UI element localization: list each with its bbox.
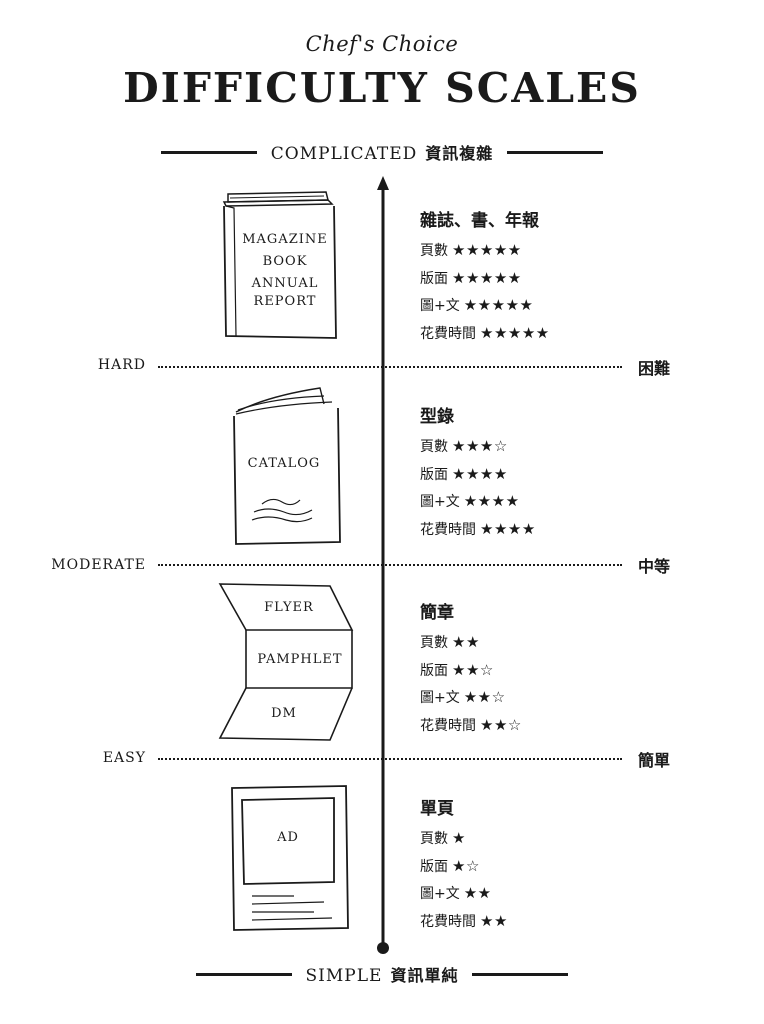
book-label-2: BOOK bbox=[262, 254, 308, 269]
level-moderate-label-zh: 中等 bbox=[638, 557, 671, 576]
rating-row: 版面★☆ bbox=[420, 853, 660, 881]
row-label: 圖+文 bbox=[420, 298, 460, 314]
row-label: 圖+文 bbox=[420, 886, 460, 902]
row-label: 圖+文 bbox=[420, 494, 460, 510]
block-title: 單頁 bbox=[420, 799, 454, 819]
row-label: 花費時間 bbox=[420, 717, 476, 734]
book-label-3: ANNUAL bbox=[251, 276, 319, 291]
ad-label: AD bbox=[277, 830, 299, 845]
axis-bottom-label-zh: 資訊單純 bbox=[390, 966, 459, 985]
subtitle: Chef's Choice bbox=[305, 32, 459, 56]
row-stars: ★★☆ bbox=[463, 688, 506, 706]
level-easy-divider bbox=[158, 758, 622, 760]
row-stars: ★☆ bbox=[452, 856, 480, 875]
rating-row: 頁數★★★★★ bbox=[420, 237, 660, 265]
row-label: 花費時間 bbox=[420, 913, 476, 930]
row-stars: ★★ bbox=[463, 884, 492, 902]
ad-illustration: AD bbox=[228, 784, 352, 936]
row-stars: ★★☆ bbox=[480, 715, 522, 734]
axis-top-text: COMPLICATED 資訊複雜 bbox=[257, 140, 508, 164]
dm-label: DM bbox=[271, 706, 297, 721]
book-drawing bbox=[222, 191, 337, 339]
axis-bottom-label: SIMPLE bbox=[305, 966, 383, 986]
flyer-label: FLYER bbox=[264, 600, 314, 615]
catalog-drawing bbox=[233, 387, 341, 545]
rating-row: 花費時間★★★★★ bbox=[420, 320, 660, 348]
rating-block-magazine: 雜誌、書、年報 頁數★★★★★ 版面★★★★★ 圖+文★★★★★ 花費時間★★★… bbox=[420, 206, 660, 347]
ad-drawing bbox=[231, 785, 349, 931]
row-label: 頁數 bbox=[420, 831, 448, 847]
row-label: 版面 bbox=[420, 466, 448, 483]
book-label-1: MAGAZINE bbox=[242, 232, 328, 247]
book-illustration: MAGAZINE BOOK ANNUAL REPORT bbox=[216, 186, 346, 346]
rating-row: 圖+文★★☆ bbox=[420, 684, 660, 712]
row-stars: ★★ bbox=[452, 633, 480, 651]
row-stars: ★★★☆ bbox=[452, 437, 508, 455]
row-stars: ★★★★ bbox=[480, 519, 536, 538]
axis-bottom-text: SIMPLE 資訊單純 bbox=[292, 962, 473, 986]
folder-illustration: FLYER PAMPHLET DM bbox=[214, 580, 356, 744]
rating-row: 版面★★★★★ bbox=[420, 265, 660, 293]
row-label: 圖+文 bbox=[420, 690, 460, 706]
block-title: 簡章 bbox=[420, 603, 454, 623]
level-easy-label-zh: 簡單 bbox=[638, 751, 671, 770]
row-stars: ★★ bbox=[480, 911, 508, 930]
block-title: 雜誌、書、年報 bbox=[420, 211, 539, 231]
row-label: 版面 bbox=[420, 858, 448, 875]
level-moderate-divider bbox=[158, 564, 622, 566]
row-label: 頁數 bbox=[420, 635, 448, 651]
book-label-4: REPORT bbox=[253, 294, 317, 309]
rating-row: 圖+文★★★★ bbox=[420, 488, 660, 516]
rating-row: 頁數★ bbox=[420, 825, 660, 853]
rating-block-catalog: 型錄 頁數★★★☆ 版面★★★★ 圖+文★★★★ 花費時間★★★★ bbox=[420, 402, 660, 543]
row-label: 花費時間 bbox=[420, 521, 476, 538]
row-stars: ★★★★ bbox=[452, 464, 508, 483]
axis-top-label: COMPLICATED bbox=[270, 144, 418, 164]
folder-drawing bbox=[218, 583, 354, 741]
row-label: 版面 bbox=[420, 662, 448, 679]
row-stars: ★★★★★ bbox=[480, 323, 550, 342]
heading-rule-left bbox=[160, 150, 257, 154]
level-moderate-label: MODERATE bbox=[51, 557, 146, 573]
rating-row: 版面★★★★ bbox=[420, 461, 660, 489]
axis-top-heading: COMPLICATED 資訊複雜 bbox=[0, 140, 764, 164]
rating-block-brochure: 簡章 頁數★★ 版面★★☆ 圖+文★★☆ 花費時間★★☆ bbox=[420, 598, 660, 739]
catalog-illustration: CATALOG bbox=[228, 382, 348, 552]
rating-row: 花費時間★★★★ bbox=[420, 516, 660, 544]
page-title: DIFFICULTY SCALES bbox=[123, 64, 641, 112]
heading-rule-right bbox=[507, 150, 604, 154]
level-hard-label: HARD bbox=[97, 357, 146, 373]
rating-row: 圖+文★★★★★ bbox=[420, 292, 660, 320]
level-easy-label: EASY bbox=[102, 750, 146, 766]
rating-row: 圖+文★★ bbox=[420, 880, 660, 908]
rating-block-single-page: 單頁 頁數★ 版面★☆ 圖+文★★ 花費時間★★ bbox=[420, 794, 660, 935]
heading-rule-right bbox=[472, 972, 569, 976]
pamphlet-label: PAMPHLET bbox=[257, 652, 343, 667]
difficulty-axis-arrow bbox=[377, 176, 389, 954]
heading-rule-left bbox=[195, 972, 292, 976]
row-stars: ★★★★★ bbox=[452, 241, 522, 259]
row-stars: ★★★★★ bbox=[463, 296, 534, 314]
row-stars: ★ bbox=[452, 829, 466, 847]
row-stars: ★★★★★ bbox=[452, 268, 522, 287]
rating-row: 版面★★☆ bbox=[420, 657, 660, 685]
row-label: 花費時間 bbox=[420, 325, 476, 342]
level-hard-label-zh: 困難 bbox=[638, 359, 671, 378]
axis-top-label-zh: 資訊複雜 bbox=[425, 144, 494, 163]
catalog-label: CATALOG bbox=[247, 456, 321, 471]
axis-bottom-heading: SIMPLE 資訊單純 bbox=[0, 962, 764, 986]
block-title: 型錄 bbox=[420, 407, 454, 427]
row-label: 頁數 bbox=[420, 243, 448, 259]
row-label: 頁數 bbox=[420, 439, 448, 455]
rating-row: 頁數★★★☆ bbox=[420, 433, 660, 461]
level-hard-divider bbox=[158, 366, 622, 368]
row-stars: ★★☆ bbox=[452, 660, 494, 679]
rating-row: 頁數★★ bbox=[420, 629, 660, 657]
row-label: 版面 bbox=[420, 270, 448, 287]
rating-row: 花費時間★★ bbox=[420, 908, 660, 936]
row-stars: ★★★★ bbox=[463, 492, 520, 510]
rating-row: 花費時間★★☆ bbox=[420, 712, 660, 740]
